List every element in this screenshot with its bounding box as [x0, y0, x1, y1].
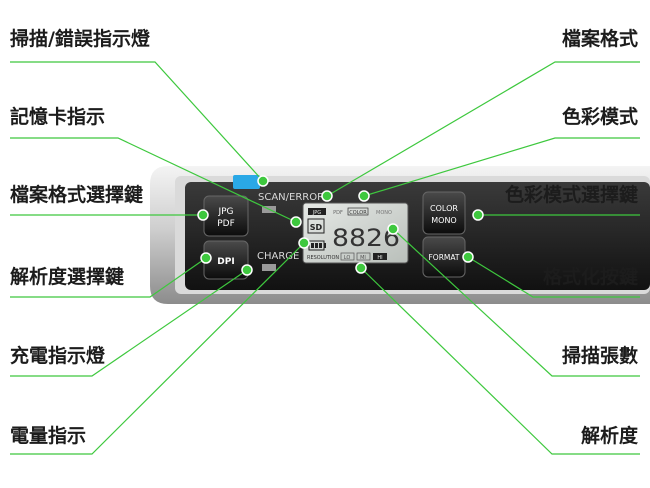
pdf-label: PDF	[217, 219, 235, 229]
leader-scan-count	[392, 228, 640, 377]
leader-color-mode	[363, 137, 640, 197]
lcd-res-low-box	[340, 252, 355, 261]
leader-scan-error	[10, 61, 264, 182]
lcd-res-mid: MI	[360, 255, 366, 261]
scan-error-led	[233, 175, 260, 189]
callout-file-format: 檔案格式	[561, 28, 638, 50]
callout-memory-card-indicator: 記憶卡指示	[10, 106, 106, 128]
lcd-pdf: PDF	[333, 210, 343, 216]
callout-resolution: 解析度	[580, 425, 638, 447]
dpi-label: DPI	[217, 257, 234, 267]
color-label: COLOR	[430, 204, 458, 213]
lcd-res-high-box	[373, 253, 387, 260]
color-mono-button[interactable]: COLOR MONO	[422, 191, 466, 235]
lcd-res-high: HI	[377, 255, 382, 261]
leader-file-format	[326, 61, 640, 197]
lcd-jpg-indicator	[308, 208, 326, 215]
mono-label: MONO	[431, 216, 456, 225]
charge-label: CHARGE	[257, 251, 299, 262]
callout-scan-count: 掃描張數	[561, 345, 638, 367]
scan-error-label: SCAN/ERROR	[258, 192, 324, 203]
leader-lines	[10, 61, 640, 455]
callout-color-mode: 色彩模式	[561, 106, 638, 128]
leader-memory-card	[10, 137, 297, 223]
lcd-mono: MONO	[376, 210, 392, 216]
callout-battery-indicator: 電量指示	[10, 425, 87, 447]
leader-resolution-key	[10, 257, 207, 298]
callout-resolution-select-key: 解析度選擇鍵	[10, 266, 125, 288]
callout-scan-error-led: 掃描/錯誤指示燈	[10, 28, 150, 50]
callout-charge-led: 充電指示燈	[10, 345, 106, 367]
lcd-color-indicator	[347, 207, 369, 216]
lcd-res-low: LO	[344, 255, 351, 261]
lcd-resolution-label: RESOLUTION	[307, 255, 339, 261]
format-label: FORMAT	[428, 253, 459, 262]
leader-battery	[10, 242, 305, 455]
charge-led	[262, 264, 276, 271]
format-button[interactable]: FORMAT	[422, 236, 466, 278]
callout-file-format-select-key: 檔案格式選擇鍵	[10, 184, 144, 206]
lcd-jpg: JPG	[312, 210, 321, 216]
callout-format-key: 格式化按鍵	[542, 266, 638, 288]
lcd-color: COLOR	[349, 210, 367, 216]
leader-charge-led	[10, 269, 248, 377]
lcd-sd: SD	[310, 223, 323, 232]
jpg-label: JPG	[217, 207, 233, 217]
jpg-pdf-button[interactable]: JPG PDF	[203, 195, 249, 237]
lcd-res-mid-box	[356, 252, 371, 261]
leader-resolution	[360, 267, 640, 455]
leader-format-key	[467, 256, 640, 298]
lcd-sd-indicator	[307, 218, 325, 234]
lcd-display: JPG PDF COLOR MONO SD 8826 RESOLUTION LO…	[302, 202, 409, 264]
callout-color-mode-select-key: 色彩模式選擇鍵	[504, 184, 638, 206]
leader-dots	[197, 175, 484, 276]
